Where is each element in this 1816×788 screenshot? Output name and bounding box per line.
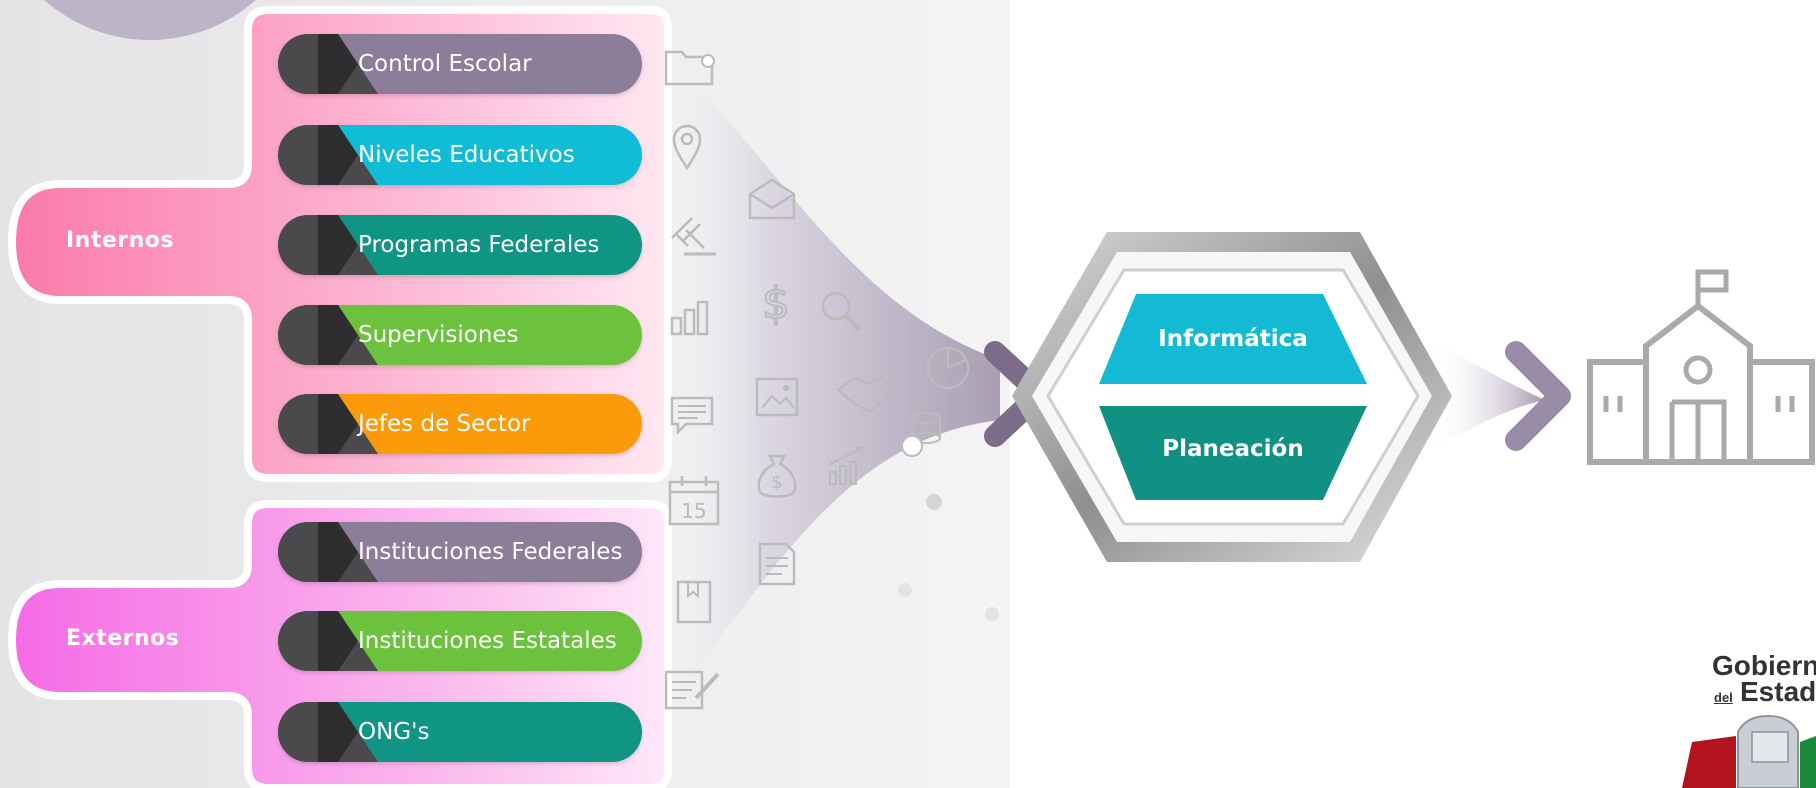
logo-text-estado: Estado bbox=[1740, 676, 1816, 707]
logo-text-gobierno: Gobierno bbox=[1712, 650, 1816, 681]
calendar-day-text: 15 bbox=[681, 499, 706, 523]
pill-supervisiones: Supervisiones bbox=[278, 305, 642, 365]
magnifier-icon bbox=[821, 291, 862, 332]
pill-control-escolar: Control Escolar bbox=[278, 34, 642, 94]
gavel-icon bbox=[671, 217, 716, 256]
dollar-icon: $ bbox=[761, 277, 791, 326]
pill-jefes-de-sector: Jefes de Sector bbox=[278, 394, 642, 454]
group-label-externos: Externos bbox=[66, 626, 180, 651]
svg-text:$: $ bbox=[762, 278, 790, 326]
pill-notch bbox=[278, 394, 378, 454]
logo-text-del: del bbox=[1714, 690, 1733, 705]
svg-text:$: $ bbox=[771, 472, 782, 493]
pill-label: Control Escolar bbox=[358, 51, 532, 77]
growth-chart-icon bbox=[829, 447, 863, 485]
pill-notch bbox=[278, 702, 378, 762]
group-label-internos: Internos bbox=[66, 228, 175, 253]
pill-label: Jefes de Sector bbox=[358, 411, 531, 437]
pill-ongs: ONG's bbox=[278, 702, 642, 762]
pill-label: Supervisiones bbox=[358, 322, 519, 348]
handshake-icon bbox=[836, 376, 894, 414]
pill-notch bbox=[278, 522, 378, 582]
pill-label: Programas Federales bbox=[358, 232, 600, 258]
pill-label: Instituciones Estatales bbox=[358, 628, 617, 654]
pill-programas-federales: Programas Federales bbox=[278, 215, 642, 275]
chat-bubble-icon bbox=[670, 396, 714, 436]
pill-label: Niveles Educativos bbox=[358, 142, 575, 168]
calendar-icon: 15 bbox=[668, 476, 720, 526]
hex-label-planeacion: Planeación bbox=[1162, 436, 1304, 462]
bar-chart-icon bbox=[670, 300, 709, 336]
pill-notch bbox=[278, 611, 378, 671]
document-icon bbox=[758, 542, 796, 586]
pill-notch bbox=[278, 215, 378, 275]
coins-icon bbox=[901, 412, 941, 457]
pill-label: ONG's bbox=[358, 719, 430, 745]
state-coat-of-arms-icon bbox=[1682, 714, 1816, 788]
pill-instituciones-federales: Instituciones Federales bbox=[278, 522, 642, 582]
book-icon bbox=[676, 580, 712, 624]
folder-icon bbox=[664, 50, 715, 86]
pill-instituciones-estatales: Instituciones Estatales bbox=[278, 611, 642, 671]
pill-label: Instituciones Federales bbox=[358, 539, 623, 565]
pie-chart-icon bbox=[926, 346, 970, 390]
pill-niveles-educativos: Niveles Educativos bbox=[278, 125, 642, 185]
pill-notch bbox=[278, 34, 378, 94]
location-pin-icon bbox=[672, 124, 702, 171]
hex-label-informatica: Informática bbox=[1158, 326, 1308, 352]
document-edit-icon bbox=[664, 670, 720, 710]
image-icon bbox=[755, 377, 799, 417]
pill-notch bbox=[278, 125, 378, 185]
school-building-icon bbox=[1587, 269, 1815, 465]
pill-notch bbox=[278, 305, 378, 365]
envelope-icon bbox=[748, 178, 796, 220]
money-bag-icon: $ bbox=[757, 454, 797, 498]
